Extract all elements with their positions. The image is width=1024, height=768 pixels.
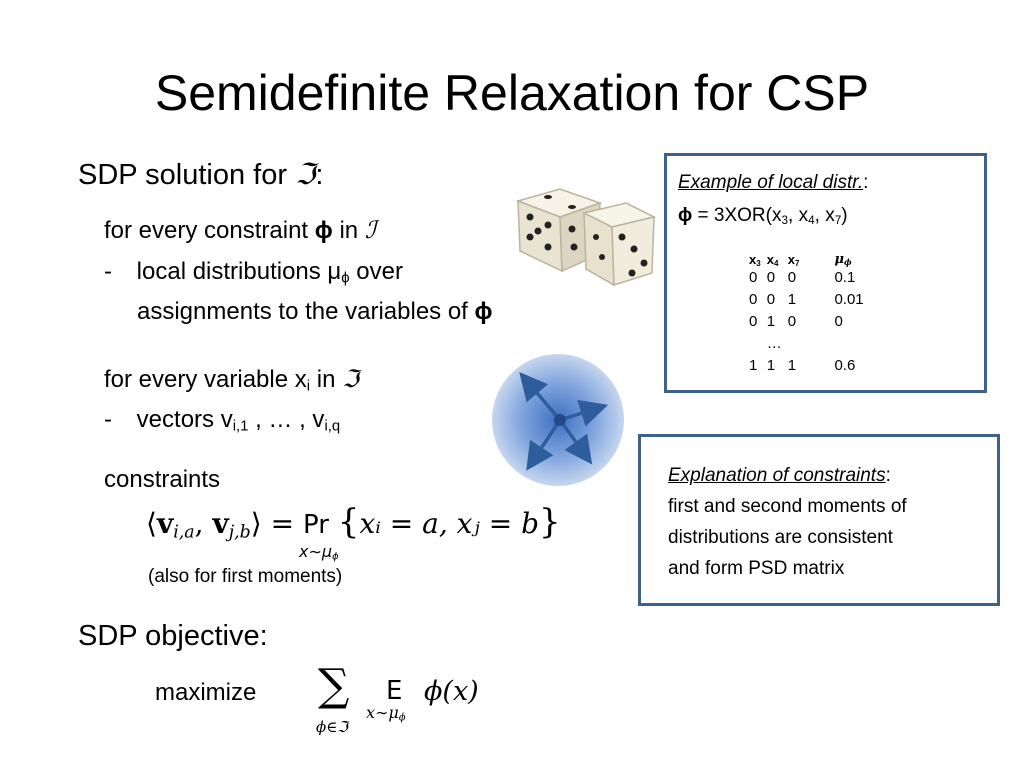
maximize-label: maximize	[155, 679, 257, 706]
constraints-label: constraints	[104, 466, 221, 493]
constraint-formula: ⟨vi,a, vj,b⟩ = Pr x∼μϕ {xᵢ = a, xⱼ = b}	[146, 502, 561, 563]
sdp-objective-heading: SDP objective:	[78, 620, 268, 652]
explanation-line: distributions are consistent	[668, 527, 893, 548]
sum-symbol: ∑	[318, 660, 350, 711]
example-heading: Example of local distr.:	[678, 172, 869, 193]
sdp-solution-heading: SDP solution for ℑ:	[78, 157, 324, 191]
unit-vectors-icon	[492, 354, 624, 486]
vectors-line: - vectors vi,1 , … , vi,q	[104, 406, 341, 435]
slide-title: Semidefinite Relaxation for CSP	[154, 65, 870, 121]
local-distribution-table: x3 x4 x7 μϕ 0 0 0 0.1 0 0 1 0.01 0 1 0 0…	[746, 252, 867, 377]
objective-term: ϕ(x)	[424, 676, 479, 707]
explanation-text: Explanation of constraints: first and se…	[668, 460, 907, 584]
table-row: 0 0 0 0.1	[749, 269, 856, 286]
table-row: …	[766, 335, 782, 352]
first-moments-note: (also for first moments)	[148, 566, 343, 587]
col-x7: x7	[787, 252, 800, 268]
sum-subscript: ϕ∈ℑ	[316, 718, 348, 736]
example-box	[664, 153, 987, 393]
table-row: 0 0 1 0.01	[749, 291, 864, 308]
table-header-row: x3 x4 x7 μϕ	[746, 252, 867, 268]
explanation-line: and form PSD matrix	[668, 558, 845, 579]
constraint-line: for every constraint ϕ in ℐ	[104, 217, 377, 244]
table-row: 1 1 1 0.6	[749, 357, 856, 374]
table-row: 0 1 0 0	[749, 313, 843, 330]
dice-icon	[515, 188, 657, 287]
explanation-box	[638, 434, 1000, 606]
col-x4: x4	[766, 252, 779, 268]
local-distributions-line: - local distributions μϕ over	[104, 258, 403, 287]
example-definition: ϕ = 3XOR(x3, x4, x7)	[678, 205, 848, 227]
explanation-heading: Explanation of constraints:	[668, 465, 891, 486]
variable-line: for every variable xi in ℑ	[104, 365, 359, 395]
expectation-subscript: x∼μϕ	[366, 703, 406, 724]
expectation-symbol: E	[386, 676, 403, 706]
explanation-line: first and second moments of	[668, 496, 907, 517]
col-mu: μϕ	[834, 252, 852, 267]
col-x3: x3	[749, 252, 761, 268]
assignments-line: assignments to the variables of ϕ	[137, 298, 493, 325]
